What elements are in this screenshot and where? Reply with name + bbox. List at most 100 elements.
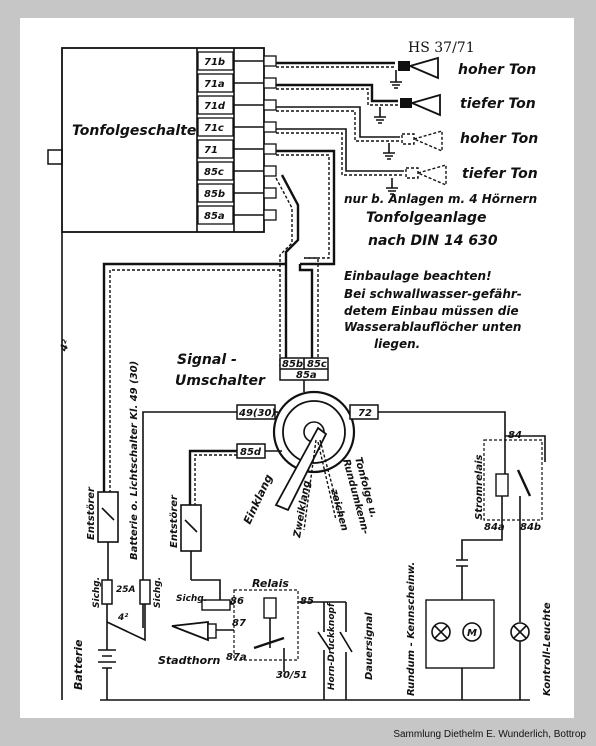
horn-wires [276, 61, 404, 266]
ts-pin-terminal [263, 143, 277, 155]
fuse-2: Sichg. [139, 577, 163, 608]
kontroll-leuchte: Kontroll-Leuchte [510, 528, 553, 700]
signal-umschalter: Signal - Umschalter 85b 85c 85a 49(30) 7… [175, 352, 379, 540]
relais: Relais 86 85 87 87a 30/51 [226, 577, 314, 681]
ts-pin-box [197, 51, 234, 71]
relais-label: Relais [252, 577, 289, 590]
fuse-3: Sichg. [176, 594, 231, 611]
title-line-1: Tonfolgeanlage [366, 210, 487, 226]
ts-pin-label: 71b [204, 57, 225, 68]
ts-pin-box [197, 117, 234, 137]
wire-4sq-label-b: 4² [117, 613, 128, 623]
install-note-line-1: Einbaulage beachten! [344, 269, 492, 283]
dauersignal: Dauersignal [339, 602, 375, 700]
wire-85d-shield [194, 454, 237, 505]
ts-pin-box [197, 161, 234, 181]
motor-icon: M [467, 628, 477, 639]
tonfolgeschalter-unit: Tonfolgeschalter [47, 47, 265, 233]
horn-1: hoher Ton [398, 56, 536, 80]
ts-pin-terminal [263, 209, 277, 221]
ts-pin-terminal [263, 187, 277, 199]
stromrelais-84b: 84b [520, 522, 541, 533]
horn-1-label: hoher Ton [458, 62, 536, 78]
position-tonfolge-3: zeichen [328, 487, 350, 532]
pin-85d: 85d [240, 447, 262, 458]
rundum-kennscheinw-label: Rundum - Kennscheinw. [406, 562, 417, 696]
entstoerer-1-label: Entstörer [86, 486, 97, 540]
stromrelais-84a: 84a [484, 522, 505, 533]
document-id: HS 37/71 [408, 40, 475, 56]
horn-2-label: tiefer Ton [460, 96, 536, 112]
wire-72 [378, 411, 506, 436]
ts-pin-label: 71a [204, 79, 225, 90]
ts-pin-label: 85b [204, 189, 225, 200]
relais-87: 87 [232, 618, 246, 629]
pin-72: 72 [358, 408, 372, 419]
ts-pin-box [197, 139, 234, 159]
pin-49-30: 49(30) [238, 408, 276, 419]
wire-49-30 [142, 411, 237, 628]
ts-pin-label: 71 [204, 145, 218, 156]
ts-pin-label: 85c [204, 167, 224, 178]
tonfolgeschalter-label: Tonfolgeschalter [72, 123, 204, 139]
ts-pin-box [197, 183, 234, 203]
fuse-1-label: Sichg. [92, 577, 102, 608]
stadthorn-label: Stadthorn [158, 654, 221, 667]
ts-pin-terminal [263, 165, 277, 177]
pin-85c: 85c [307, 359, 327, 370]
batterie-lichtschalter-label: Batterie o. Lichtschalter Kl. 49 (30) [129, 361, 140, 560]
ts-pin-label: 85a [204, 211, 225, 222]
title-line-2: nach DIN 14 630 [368, 233, 498, 249]
ts-pin-box [197, 95, 234, 115]
batterie: Batterie [72, 622, 116, 700]
tonfolgeschalter-pins: 71b 71a 71d 71c 71 85c 85b 85a [197, 51, 277, 225]
fuse-2-label: Sichg. [153, 577, 163, 608]
collection-credit: Sammlung Diethelm E. Wunderlich, Bottrop [393, 729, 586, 740]
horn-druckknopf-label: Horn-Druckknopf [327, 602, 337, 690]
dauersignal-label: Dauersignal [364, 612, 375, 680]
wire-4sq-label: 4² [58, 338, 73, 354]
kontroll-leuchte-label: Kontroll-Leuchte [542, 602, 553, 696]
install-note-line-2: Bei schwallwasser-gefähr- [344, 287, 522, 301]
ts-pin-label: 71d [204, 101, 226, 112]
wire-85d [188, 449, 237, 505]
pin-85b: 85b [282, 359, 303, 370]
horn-4: tiefer Ton [405, 164, 538, 187]
entstoerer-2: Entstörer [169, 494, 202, 580]
ts-pin-terminal [263, 121, 277, 133]
install-note-line-4: Wasserablauflöcher unten [344, 320, 521, 334]
install-note-line-5: liegen. [374, 337, 420, 351]
ts-pin-box [197, 205, 234, 225]
horns-note: nur b. Anlagen m. 4 Hörnern [344, 192, 537, 206]
install-note: Einbaulage beachten! Bei schwallwasser-g… [344, 269, 522, 351]
stromrelais: Stromrelais 84 84a 84b [474, 430, 546, 533]
entstoerer-2-label: Entstörer [169, 494, 180, 548]
rundum-kennscheinwerfer: M Rundum - Kennscheinw. [406, 528, 503, 700]
relais-30-51: 30/51 [276, 670, 307, 681]
entstoerer-1: Entstörer [86, 486, 119, 580]
stadthorn: Stadthorn [158, 620, 234, 667]
fuse-1: Sichg. 25A [92, 577, 136, 622]
install-note-line-3: detem Einbau müssen die [344, 304, 519, 318]
horn-druckknopf: Horn-Druckknopf [317, 602, 337, 700]
horn-3: hoher Ton [401, 130, 538, 153]
signal-umschalter-label-2: Umschalter [175, 373, 266, 389]
fuse-25a-label: 25A [116, 585, 136, 595]
relais-87a: 87a [226, 652, 247, 663]
switch-cables [102, 174, 319, 492]
ts-pin-terminal [263, 77, 277, 89]
stromrelais-label: Stromrelais [474, 454, 485, 520]
horn-2: tiefer Ton [400, 93, 536, 117]
horn-3-label: hoher Ton [460, 131, 538, 147]
fuse-3-label: Sichg. [176, 594, 207, 604]
wire-fuse-branch [106, 604, 146, 642]
ts-pin-box [197, 73, 234, 93]
ts-pin-terminal [263, 55, 277, 67]
ts-pin-label: 71c [204, 123, 224, 134]
signal-umschalter-label-1: Signal - [177, 352, 237, 368]
horn-4-label: tiefer Ton [462, 166, 538, 182]
batterie-label: Batterie [72, 639, 85, 690]
position-einklang: Einklang [241, 472, 275, 526]
relais-86: 86 [230, 596, 244, 607]
